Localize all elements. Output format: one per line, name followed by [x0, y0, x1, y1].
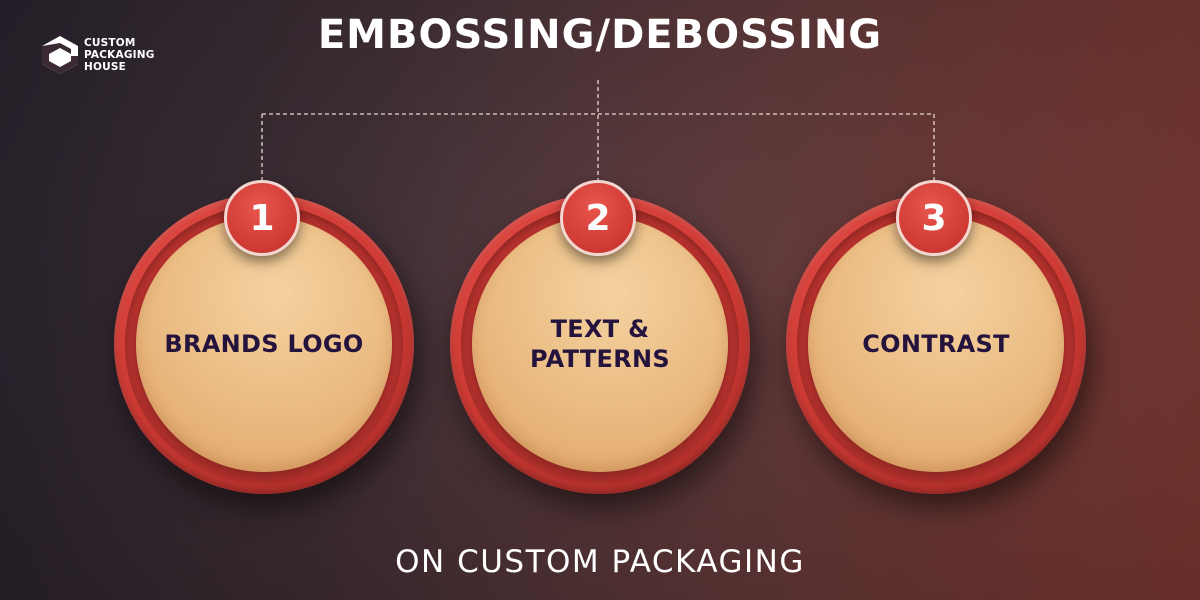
step-disc: TEXT & PATTERNS	[472, 216, 728, 472]
brand-name-line-2: PACKAGING	[84, 49, 155, 61]
step-number-badge: 1	[224, 180, 300, 256]
brand-name-line-3: HOUSE	[84, 61, 126, 73]
brand-name-line-1: CUSTOM	[84, 37, 136, 49]
step-number-badge: 2	[560, 180, 636, 256]
step-card-2: TEXT & PATTERNS 2	[450, 180, 750, 494]
step-number-badge: 3	[896, 180, 972, 256]
step-label: BRANDS LOGO	[164, 330, 364, 358]
step-label: CONTRAST	[862, 330, 1010, 358]
step-card-3: CONTRAST 3	[786, 180, 1086, 494]
brand-logo: CUSTOM PACKAGING HOUSE	[40, 34, 155, 76]
step-disc: BRANDS LOGO	[136, 216, 392, 472]
page-title: EMBOSSING/DEBOSSING	[317, 12, 883, 58]
step-card-1: BRANDS LOGO 1	[114, 180, 414, 494]
page-subtitle: ON CUSTOM PACKAGING	[395, 544, 805, 580]
step-disc: CONTRAST	[808, 216, 1064, 472]
step-label: TEXT & PATTERNS	[529, 315, 671, 373]
cube-logo-icon	[42, 36, 78, 74]
brand-name: CUSTOM PACKAGING HOUSE	[84, 37, 155, 73]
